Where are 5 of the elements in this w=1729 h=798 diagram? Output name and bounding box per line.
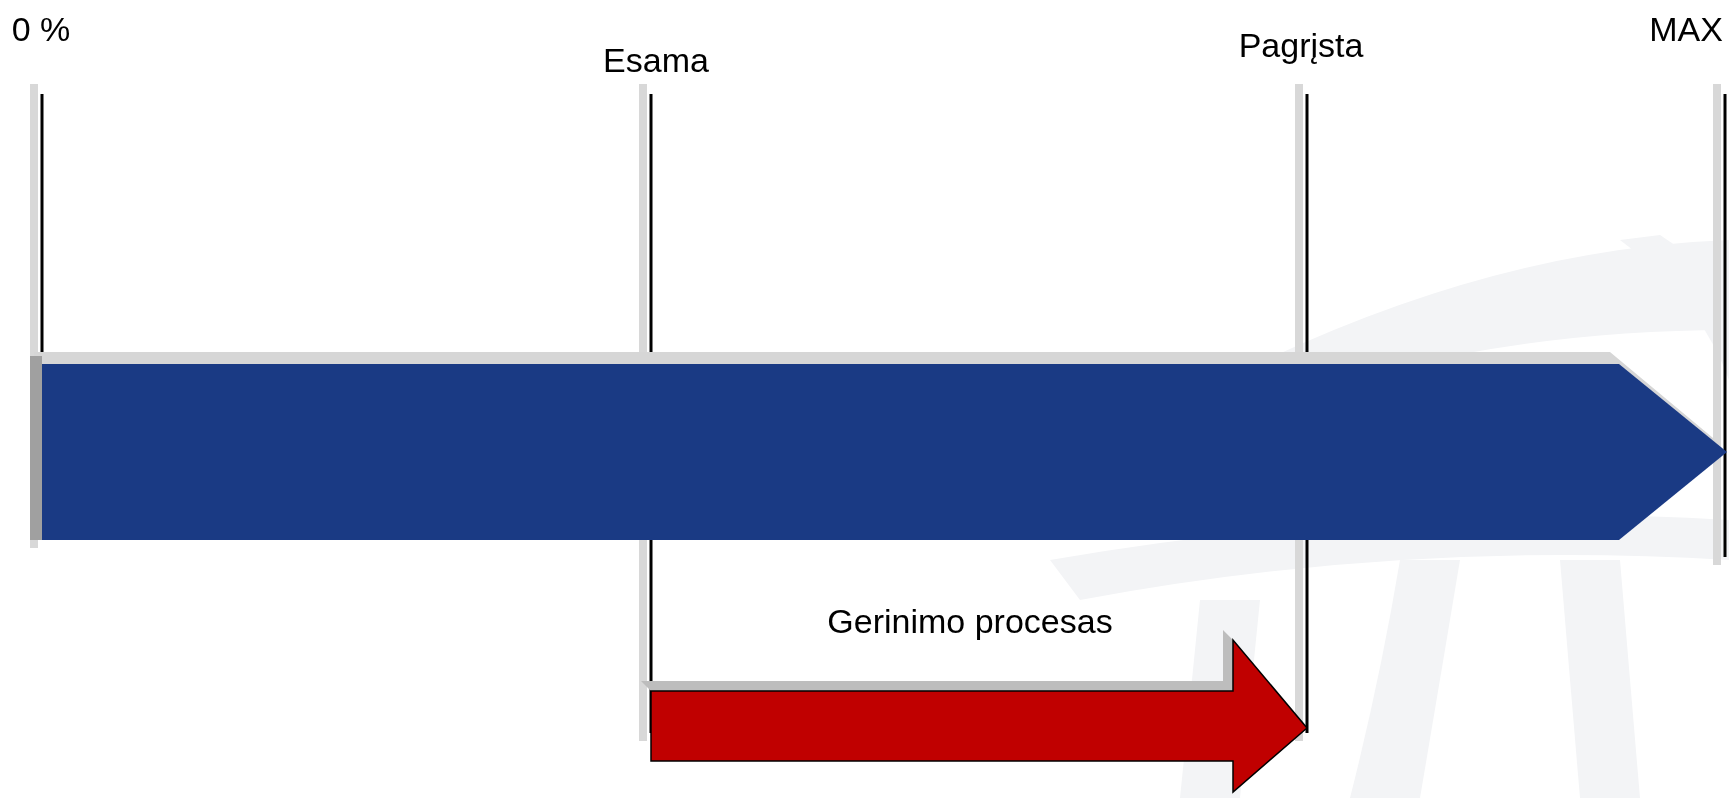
scale-label: Gerinimo procesas bbox=[827, 603, 1113, 641]
scale-label: 0 % bbox=[11, 11, 71, 49]
scale-label: Pagrįsta bbox=[1238, 27, 1364, 65]
scale-label: Esama bbox=[603, 42, 709, 80]
scale-label: MAX bbox=[1649, 11, 1723, 49]
